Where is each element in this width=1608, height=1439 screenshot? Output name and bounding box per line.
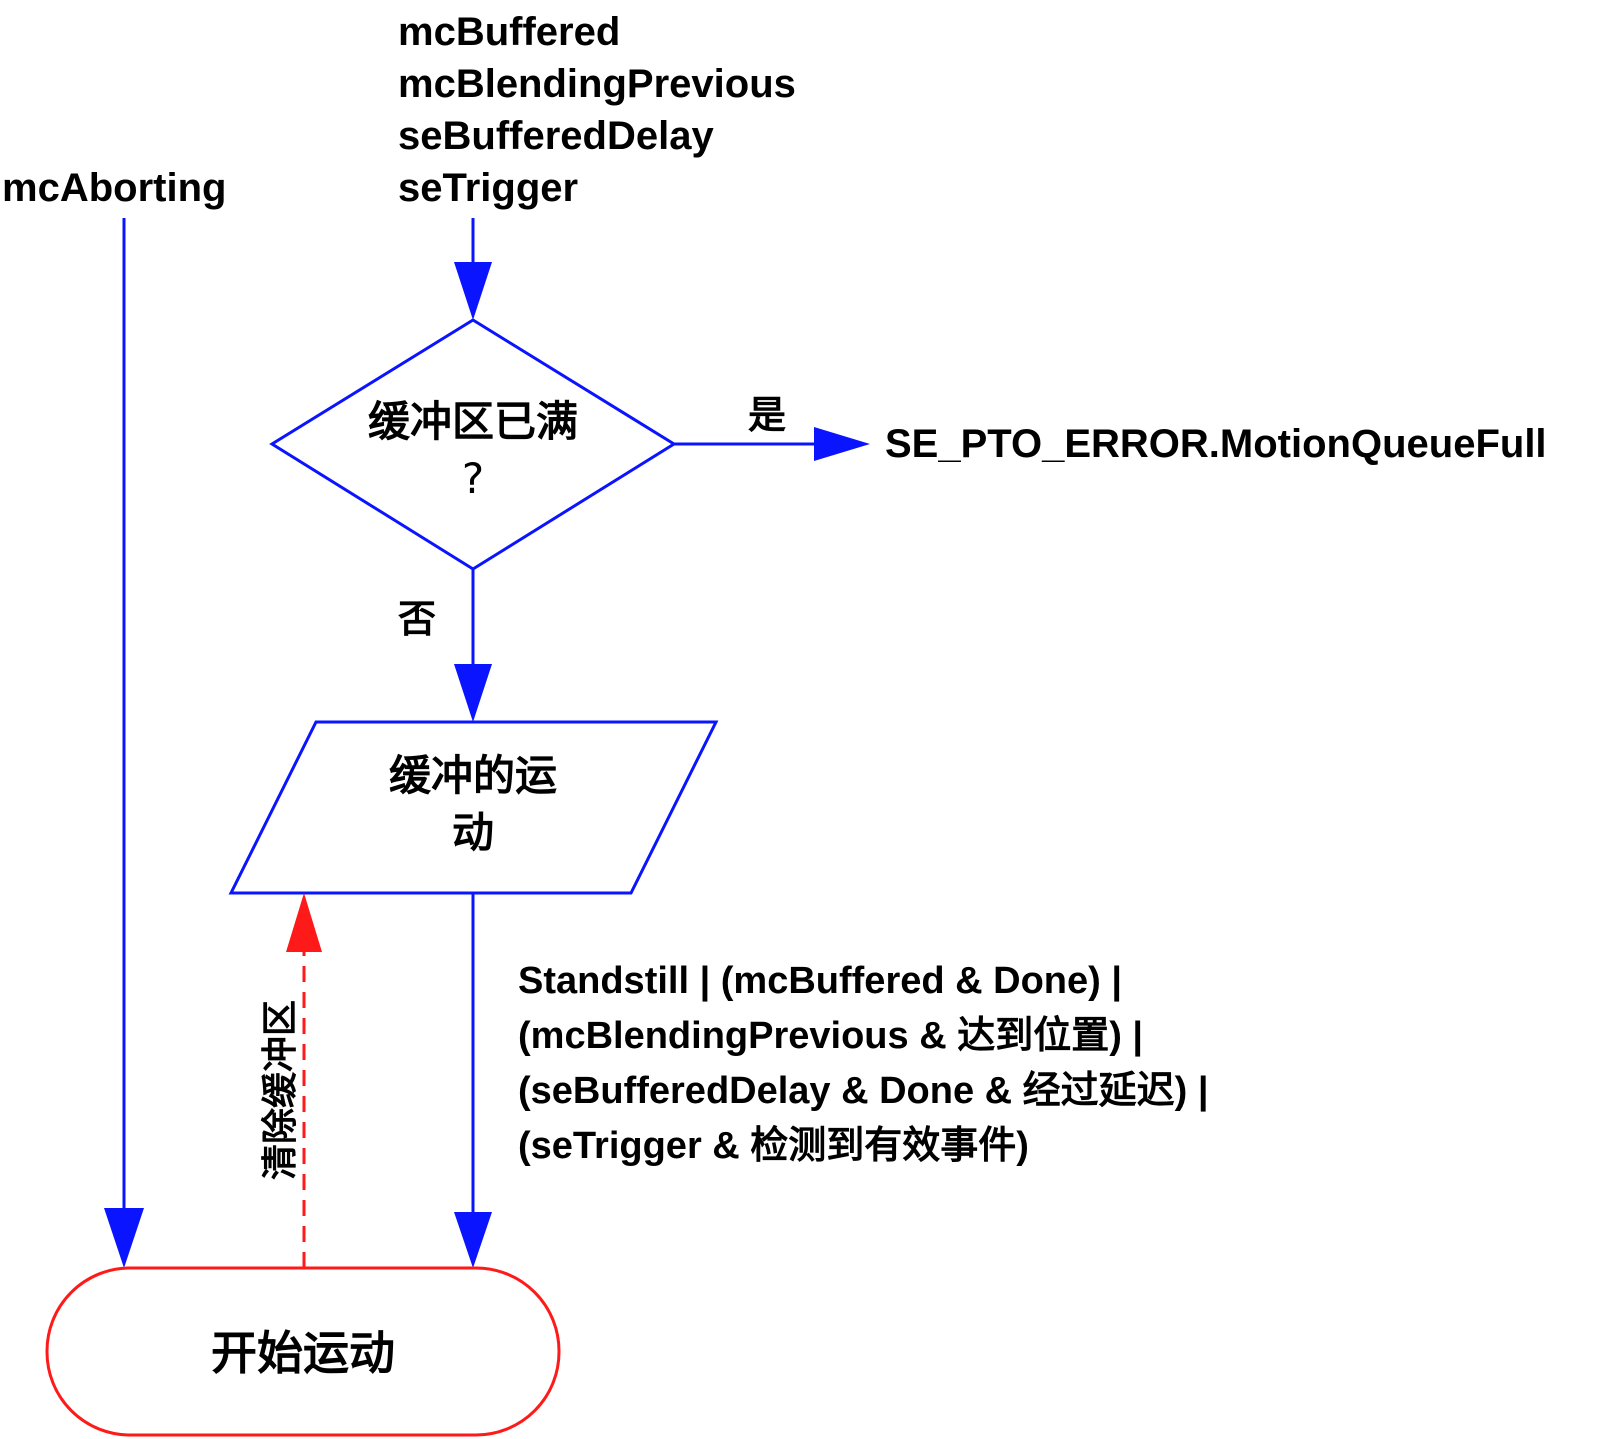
condition-line: (seBufferedDelay & Done & 经过延迟) | — [518, 1070, 1209, 1112]
yes-arrowhead — [814, 427, 870, 461]
decision-line-1: 缓冲区已满 — [367, 397, 578, 446]
condition-line: (seTrigger & 检测到有效事件) — [518, 1125, 1029, 1167]
decision-text: 缓冲区已满 ? — [323, 394, 623, 507]
transition-arrowhead — [454, 1212, 492, 1268]
condition-line: (mcBlendingPrevious & 达到位置) | — [518, 1015, 1144, 1057]
buffered-motion-shape — [228, 720, 719, 895]
condition-line: Standstill | (mcBuffered & Done) | — [518, 960, 1122, 1002]
input-arrowhead — [454, 262, 492, 320]
buffered-motion-line-1: 缓冲的运 — [388, 751, 557, 800]
abort-arrowhead — [104, 1208, 144, 1268]
clear-buffer-label: 清除缓冲区 — [260, 1000, 301, 1181]
terminal-text: 开始运动 — [211, 1326, 395, 1380]
error-output-label: SE_PTO_ERROR.MotionQueueFull — [885, 422, 1547, 466]
buffered-motion-line-2: 动 — [451, 807, 494, 857]
buffer-mode-item: mcBuffered — [398, 10, 621, 54]
buffer-mode-item: mcBlendingPrevious — [398, 62, 796, 106]
decision-line-2: ? — [461, 453, 485, 503]
no-arrowhead — [454, 664, 492, 722]
buffer-mode-item: seTrigger — [398, 166, 579, 210]
no-label: 否 — [398, 597, 437, 641]
transition-condition: Standstill | (mcBuffered & Done) | (mcBl… — [518, 962, 1209, 1182]
buffered-motion-text: 缓冲的运 动 — [323, 748, 623, 861]
clear-buffer-arrowhead — [286, 893, 322, 952]
yes-label: 是 — [748, 393, 787, 437]
abort-label: mcAborting — [2, 166, 227, 210]
buffer-mode-item: seBufferedDelay — [398, 114, 714, 158]
buffer-mode-list: mcBuffered mcBlendingPrevious seBuffered… — [398, 12, 796, 220]
terminal-shape — [45, 1266, 561, 1437]
